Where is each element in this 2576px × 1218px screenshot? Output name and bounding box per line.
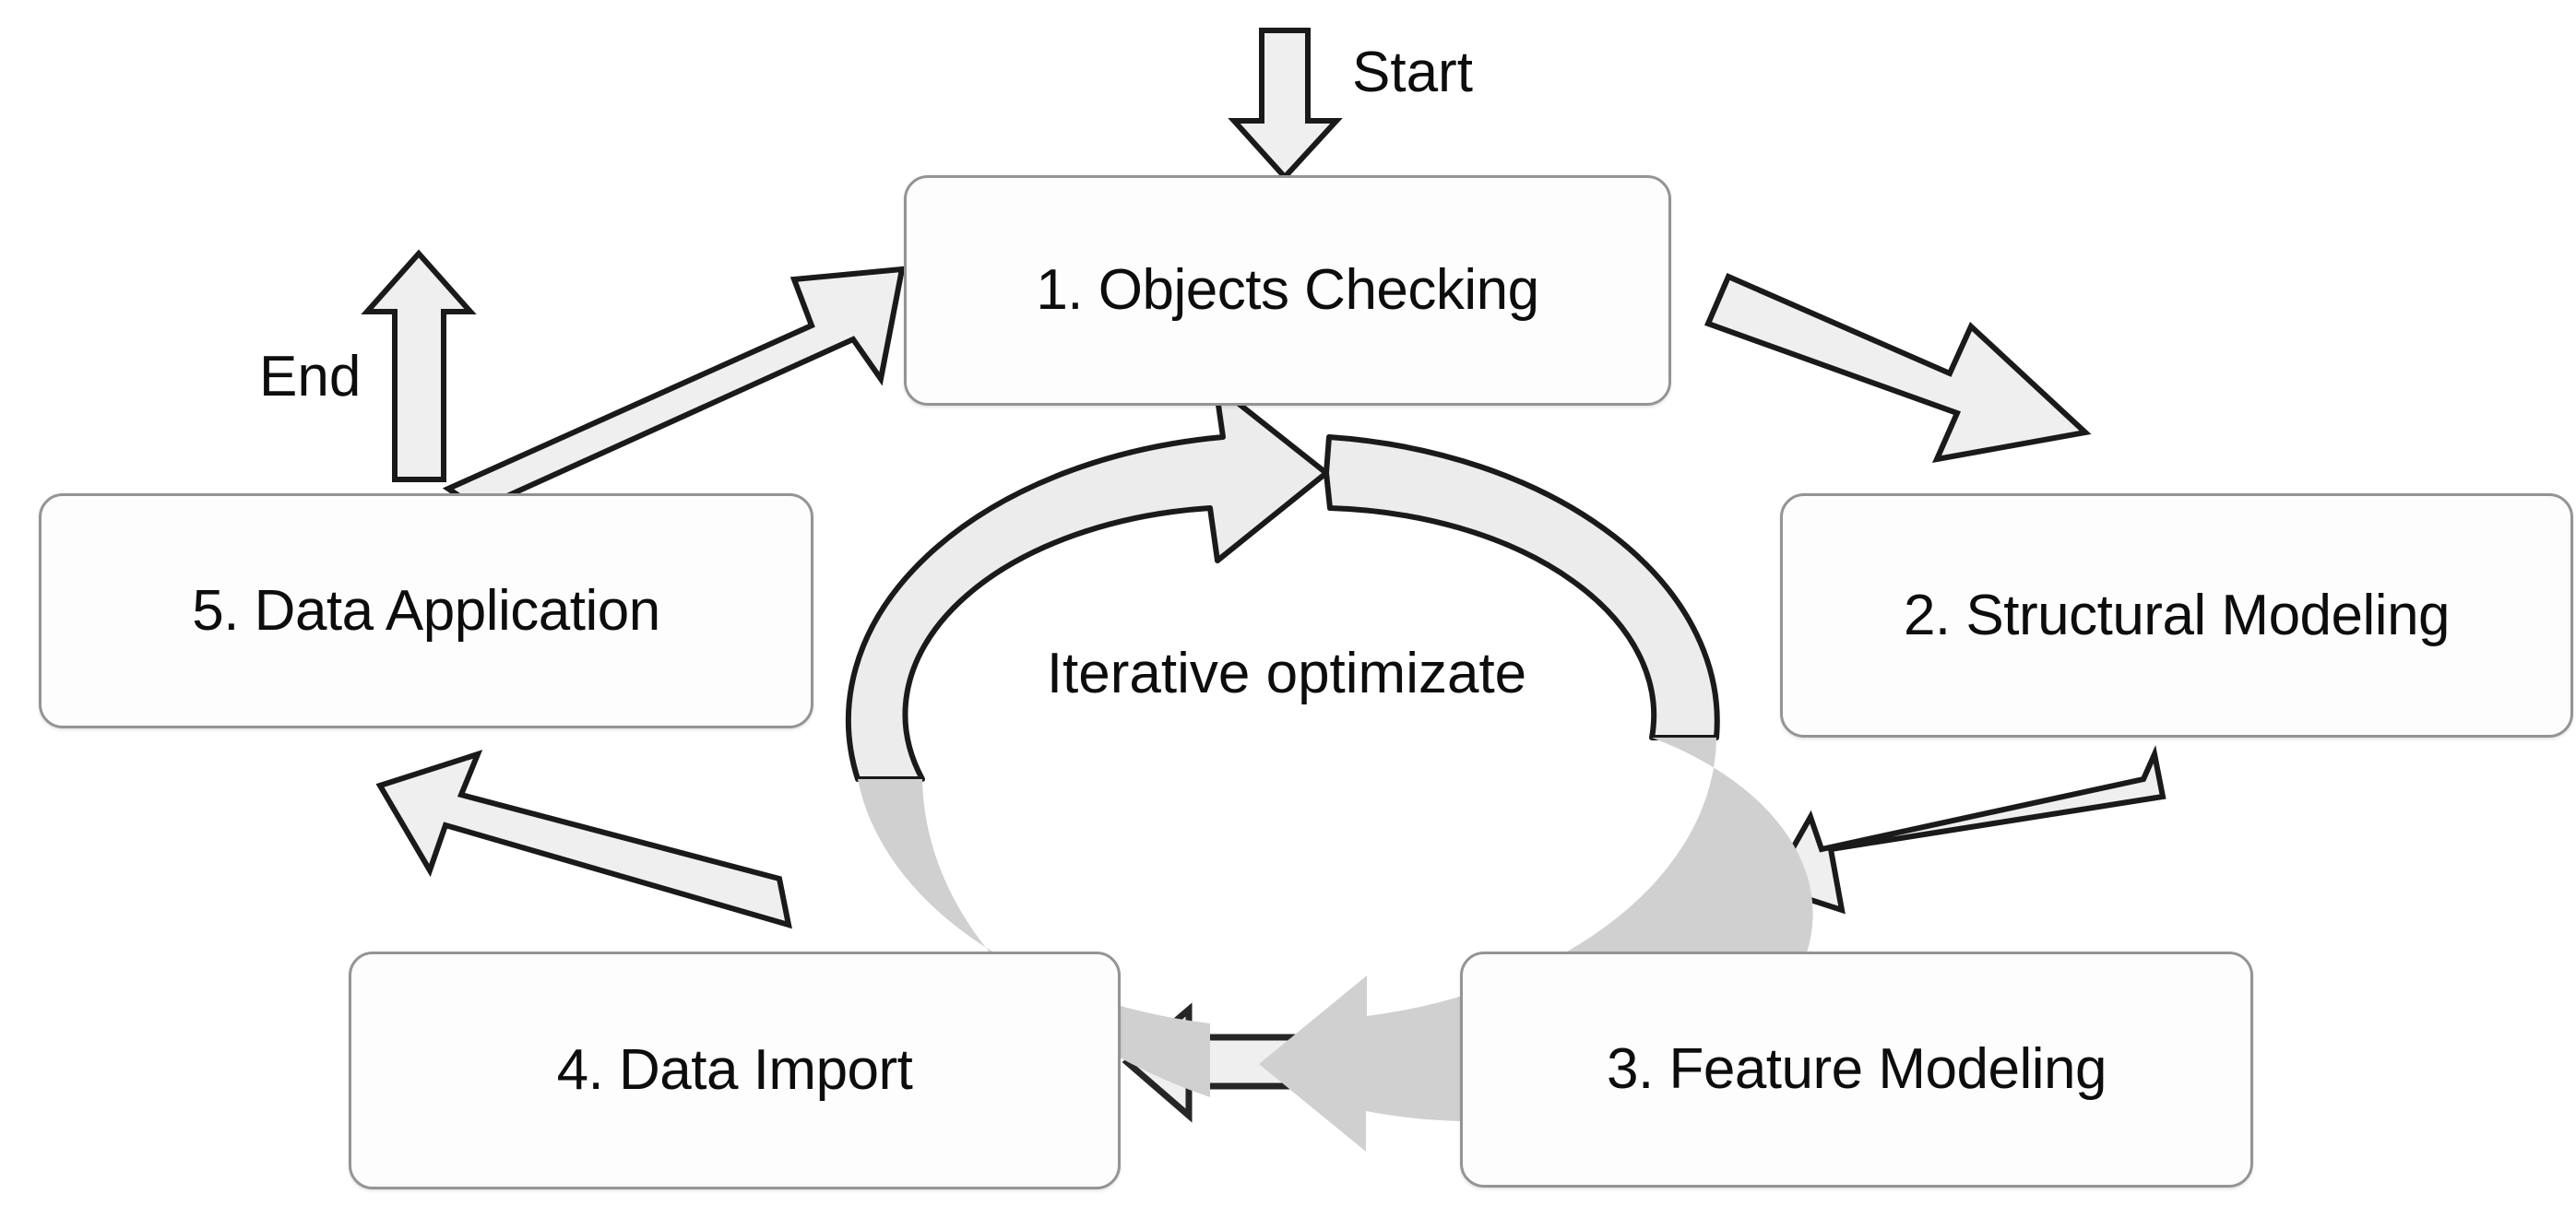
arrow-node1-node2-icon — [1703, 273, 2092, 463]
edge-node-4-to-node-5 — [375, 750, 792, 929]
end-arrow-icon — [361, 249, 477, 482]
edge-start-to-node-1 — [1228, 28, 1343, 182]
cycle-arc-top-right-icon — [1324, 434, 1720, 740]
node-label-3: 3. Feature Modeling — [1607, 1037, 2107, 1101]
node-label-1: 1. Objects Checking — [1036, 258, 1539, 322]
node-label-2: 2. Structural Modeling — [1903, 583, 2451, 647]
cycle-arc-top-icon — [845, 383, 1329, 782]
arrow-node5-node1-icon — [442, 266, 906, 513]
process-node-data-import[interactable]: 4. Data Import — [349, 952, 1121, 1189]
cycle-arc-bottom-left-icon — [858, 779, 1210, 1097]
process-node-feature-modeling[interactable]: 3. Feature Modeling — [1460, 952, 2253, 1188]
process-node-objects-checking[interactable]: 1. Objects Checking — [904, 175, 1671, 406]
edge-node-5-to-end — [361, 249, 477, 482]
node-label-5: 5. Data Application — [192, 578, 660, 643]
iterative-cycle-label: Iterative optimizate — [1046, 642, 1527, 705]
edge-node-1-to-node-2 — [1703, 273, 2092, 463]
edge-node-5-to-node-1 — [442, 266, 906, 513]
edge-node-2-to-node-3 — [1766, 745, 2166, 915]
start-arrow-icon — [1228, 28, 1343, 182]
node-label-4: 4. Data Import — [556, 1038, 913, 1102]
start-label: Start — [1352, 41, 1473, 104]
process-node-data-application[interactable]: 5. Data Application — [39, 493, 813, 728]
process-node-structural-modeling[interactable]: 2. Structural Modeling — [1780, 493, 2573, 738]
arrow-node4-node5-icon — [375, 750, 792, 929]
arrow-node2-node3-icon — [1766, 745, 2166, 915]
end-label: End — [259, 345, 362, 408]
